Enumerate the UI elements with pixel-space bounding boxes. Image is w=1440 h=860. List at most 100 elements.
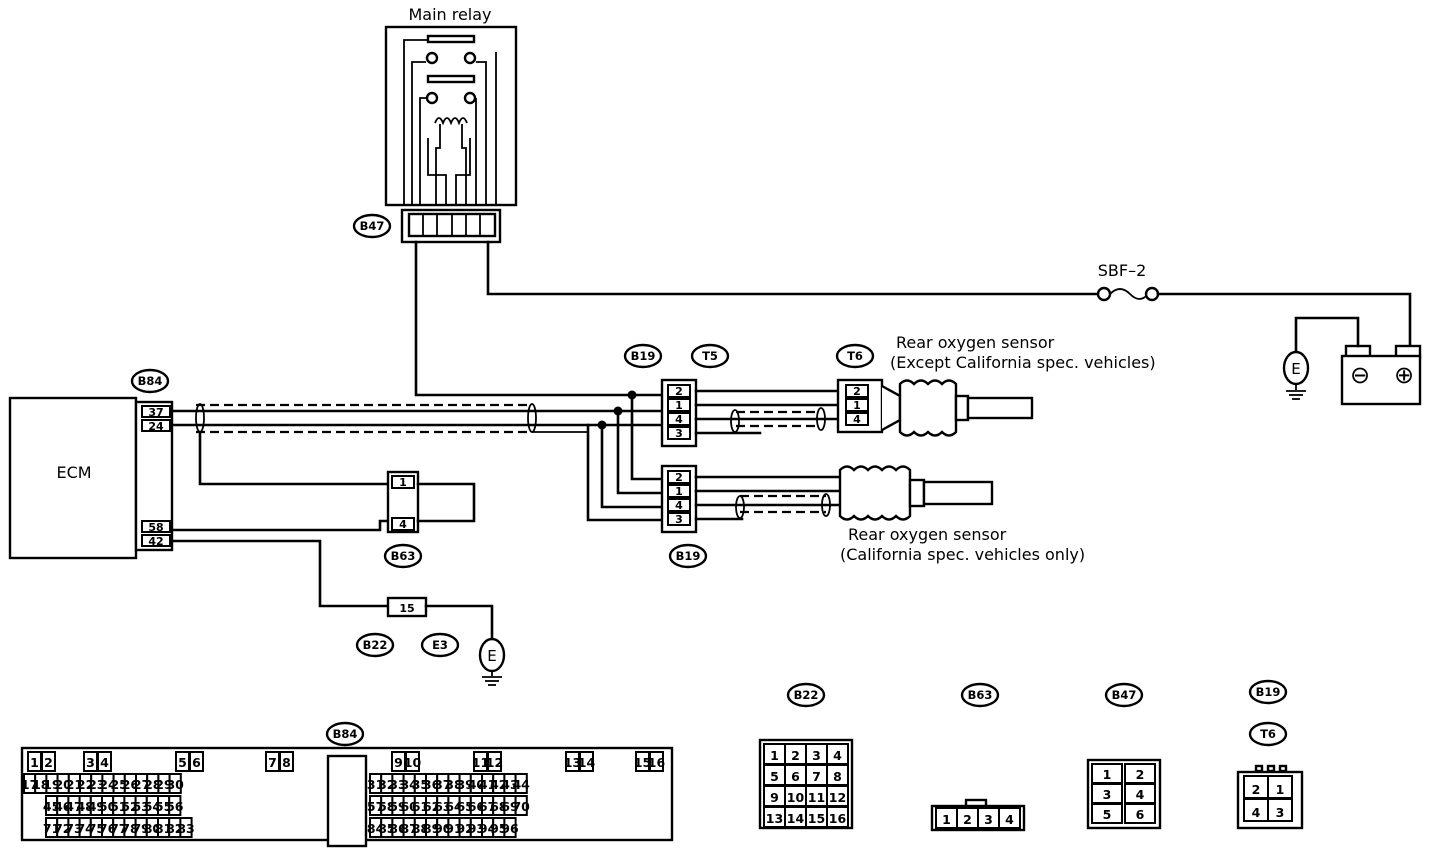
wire-relay-heater: [414, 240, 668, 397]
b19-lower-pin: 1: [675, 485, 683, 498]
b84-face-pin: 27: [133, 777, 150, 792]
b84-face-pin: 77: [110, 821, 127, 836]
svg-text:B84: B84: [138, 374, 163, 388]
b84-face-pin: 65: [456, 799, 473, 814]
b84-face-pin-cell: [514, 773, 528, 794]
t5-pin: 1: [675, 399, 683, 412]
t5-pin: 3: [675, 427, 683, 440]
tag-b22-face: B22: [786, 682, 826, 708]
b63-face-pin: 3: [984, 812, 993, 827]
b19-lower-pin: 4: [675, 499, 683, 512]
tag-b19-top: B19: [623, 343, 663, 369]
b84-face-pin: 85: [378, 821, 395, 836]
ecm-pin-24: 24: [148, 420, 164, 433]
b84-face-pin: 75: [88, 821, 105, 836]
b84-face-pin: 32: [378, 777, 395, 792]
b84-face-pin: 47: [65, 799, 82, 814]
wire-branch-ground: [586, 423, 668, 522]
b19-face-pin: 4: [1252, 805, 1261, 820]
b84-face-pin: 89: [423, 821, 440, 836]
b47-face-pin-cell: [1124, 803, 1156, 824]
b84-face-pin: 70: [512, 799, 530, 814]
b84-face-pin: 29: [155, 777, 172, 792]
b84-face-pin: 88: [412, 821, 429, 836]
ecm-pin-42: 42: [148, 535, 163, 548]
b84-face-pin: 21: [66, 777, 83, 792]
rear-o2-except-label: Rear oxygen sensor: [896, 333, 1055, 352]
b84-face-pin-cell: [649, 751, 664, 772]
b84-face-pin: 96: [501, 821, 519, 836]
b47-face-pin: 1: [1103, 767, 1112, 782]
svg-text:T6: T6: [1260, 727, 1276, 741]
b84-connector: 37 24 58 42: [134, 400, 174, 552]
b84-face-pin: 95: [490, 821, 507, 836]
t5-pin: 4: [675, 413, 683, 426]
b84-face-pin: 48: [76, 799, 93, 814]
svg-text:B19: B19: [1256, 685, 1281, 699]
b22-face-pin: 2: [791, 748, 800, 763]
b84-face-pin: 79: [132, 821, 149, 836]
svg-text:T6: T6: [847, 349, 863, 363]
b84-face-pin: 78: [121, 821, 138, 836]
b84-face-pin: 94: [479, 821, 497, 836]
b84-face-pin: 24: [99, 777, 117, 792]
b22-face-pin: 11: [808, 790, 825, 805]
b47-face-pin-cell: [1091, 803, 1123, 824]
b84-face-pin: 40: [468, 777, 486, 792]
b84-face-pin-cell: [97, 751, 112, 772]
b22-pin-connector: 15: [386, 596, 428, 618]
tag-b47: B47: [352, 213, 392, 239]
battery: ⊖ ⊕: [1340, 344, 1422, 406]
b84-face-pin-cell: [189, 751, 204, 772]
b84-face-pin: 86: [389, 821, 407, 836]
wire-fuse-to-battery: [1156, 292, 1412, 354]
tag-b63: B63: [383, 543, 423, 569]
ecm-box: [8, 396, 138, 560]
svg-text:B84: B84: [333, 727, 358, 741]
b84-face-pin: 68: [490, 799, 507, 814]
b84-face-pin-cell: [279, 751, 294, 772]
b84-face-pin: 6: [192, 755, 201, 770]
b84-face-pin-cell: [487, 751, 502, 772]
b63-pin-1: 1: [399, 476, 407, 489]
b22-face-pin: 12: [829, 790, 846, 805]
b84-face-pin: 66: [468, 799, 486, 814]
rear-oxygen-sensor-california: [838, 465, 994, 521]
b84-face-pin: 64: [445, 799, 463, 814]
b84-face-pin: 11: [472, 755, 489, 770]
svg-text:B19: B19: [631, 349, 656, 363]
b84-face-pin: 58: [378, 799, 395, 814]
b22-face-pin: 5: [770, 769, 779, 784]
b63-face-pin: 1: [942, 812, 951, 827]
b84-face-pin: 81: [155, 821, 172, 836]
wire-b22-ground: [424, 604, 494, 640]
ecm-label: ECM: [56, 463, 91, 482]
b22-face-pin: 8: [833, 769, 842, 784]
svg-text:E3: E3: [432, 638, 448, 652]
b84-face-pin: 39: [456, 777, 473, 792]
shield-end: [730, 409, 740, 433]
b84-face-pin: 45: [43, 799, 60, 814]
tag-t5: T5: [690, 343, 730, 369]
tag-b84-face: B84: [325, 721, 365, 747]
b47-face-pin: 3: [1103, 787, 1112, 802]
b22-face-pin: 1: [770, 748, 779, 763]
b84-face-pin: 50: [99, 799, 117, 814]
b84-face-pin: 54: [144, 799, 162, 814]
b47-face-pin: 6: [1136, 807, 1145, 822]
b84-face-pin: 2: [44, 755, 53, 770]
b22-face-pin: 3: [812, 748, 821, 763]
b19-face-pin: 3: [1276, 805, 1285, 820]
b84-face-pin: 55: [155, 799, 172, 814]
b84-face-pin: 44: [512, 777, 530, 792]
svg-text:B63: B63: [968, 688, 993, 702]
b22-face-pin: 9: [770, 790, 779, 805]
b84-face-pin-cell: [168, 773, 182, 794]
shield-end: [821, 493, 831, 517]
main-relay: [384, 25, 518, 207]
b84-face-pin: 7: [268, 755, 277, 770]
b84-face-pin-cell: [168, 795, 182, 816]
b84-face-pin: 38: [445, 777, 462, 792]
tag-t6: T6: [835, 343, 875, 369]
